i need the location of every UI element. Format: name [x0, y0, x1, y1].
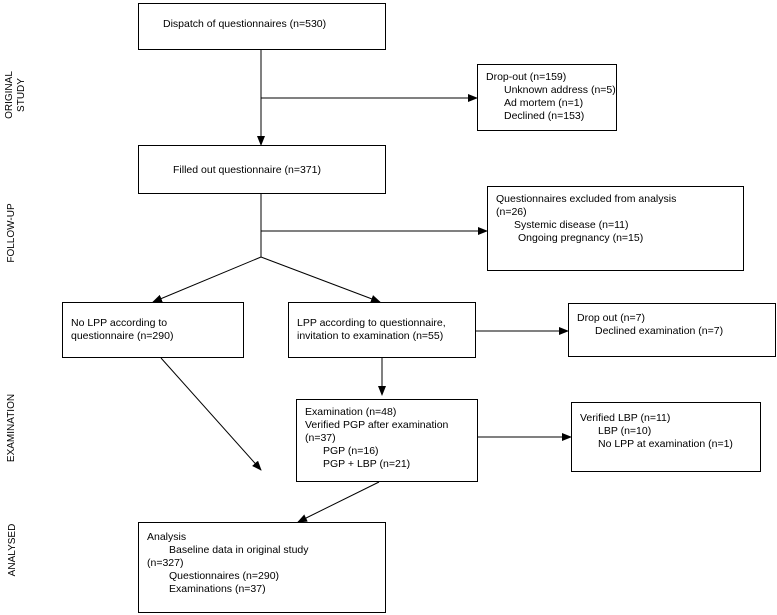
stage-label-examination: EXAMINATION [6, 393, 17, 463]
arrow-to-lpp [260, 256, 381, 303]
examination-box: Examination (n=48) Verified PGP after ex… [296, 399, 478, 482]
lpp-box: LPP according to questionnaire, invitati… [288, 302, 476, 358]
filled-questionnaire-box: Filled out questionnaire (n=371) [138, 145, 386, 194]
excluded-box: Questionnaires excluded from analysis (n… [487, 186, 744, 271]
stage-label-follow-up: FOLLOW-UP [6, 203, 17, 263]
analysis-box: Analysis Baseline data in original study… [138, 522, 386, 613]
dropout-examination-box: Drop out (n=7) Declined examination (n=7… [568, 303, 776, 357]
verified-lbp-box: Verified LBP (n=11) LBP (n=10) No LPP at… [571, 402, 761, 472]
stage-label-original-study: ORIGINAL STUDY [4, 71, 27, 119]
arrow-examination-to-analysis [297, 481, 380, 523]
arrow-no-lpp-to-analysis [160, 357, 262, 471]
arrow-to-no-lpp [152, 256, 262, 303]
stage-label-analysed: ANALYSED [7, 523, 18, 577]
dispatch-box: Dispatch of questionnaires (n=530) [138, 3, 386, 50]
dropout-box: Drop-out (n=159) Unknown address (n=5) A… [477, 64, 617, 131]
no-lpp-box: No LPP according to questionnaire (n=290… [62, 302, 244, 358]
